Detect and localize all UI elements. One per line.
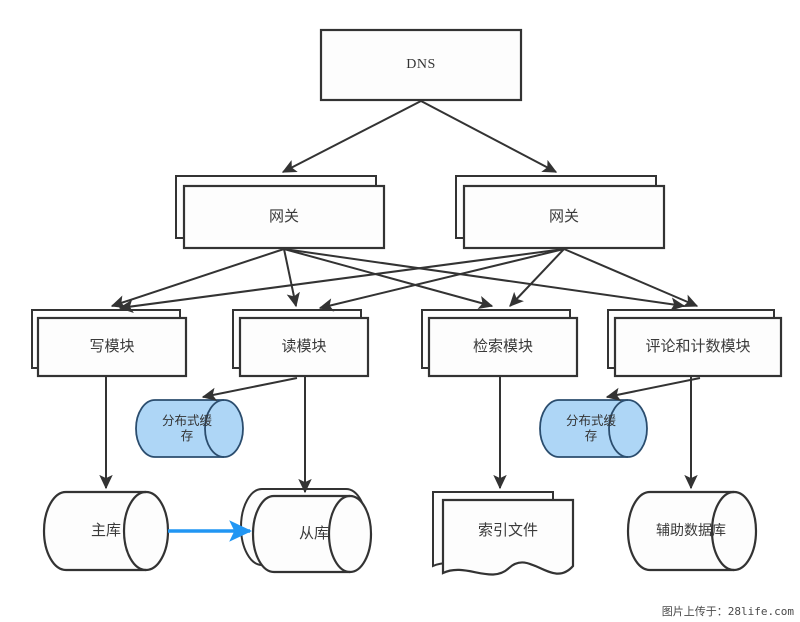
edge-gateway-left-to-search xyxy=(283,248,494,310)
node-slave-db-cap xyxy=(327,494,351,574)
node-cache-right-cap xyxy=(608,399,629,458)
edge-gateway-right-to-search xyxy=(509,248,565,307)
node-comment-module[interactable] xyxy=(613,316,783,378)
edge-read-to-cache-left xyxy=(201,377,298,402)
node-aux-db-body[interactable] xyxy=(626,490,758,572)
node-gateway-left[interactable] xyxy=(182,184,386,250)
node-master-db-body[interactable] xyxy=(42,490,170,572)
edge-gateway-right-to-comment xyxy=(563,248,699,308)
node-index-file-body[interactable] xyxy=(441,498,575,576)
node-dns[interactable] xyxy=(319,28,523,102)
node-aux-db-cap xyxy=(710,490,735,572)
edge-dns-to-gateway-left xyxy=(281,100,422,173)
node-cache-left-cap xyxy=(204,399,225,458)
watermark-text: 图片上传于：28life.com xyxy=(661,605,794,618)
node-slave-db-body[interactable] xyxy=(251,494,373,574)
node-read-module[interactable] xyxy=(238,316,370,378)
edge-gateway-right-to-read xyxy=(318,248,565,312)
node-write-module[interactable] xyxy=(36,316,188,378)
edge-gateway-left-to-write xyxy=(110,248,285,309)
edge-gateway-right-to-write xyxy=(118,248,565,313)
node-cache-right-body[interactable] xyxy=(539,399,648,458)
edge-gateway-left-to-comment xyxy=(283,248,686,311)
edge-gateway-left-to-read xyxy=(283,248,300,308)
edge-comment-to-cache-right xyxy=(605,377,701,401)
node-gateway-right[interactable] xyxy=(462,184,666,250)
node-search-module[interactable] xyxy=(427,316,579,378)
node-cache-left-body[interactable] xyxy=(135,399,244,458)
node-master-db-cap xyxy=(122,490,147,572)
edge-dns-to-gateway-right xyxy=(420,100,558,173)
